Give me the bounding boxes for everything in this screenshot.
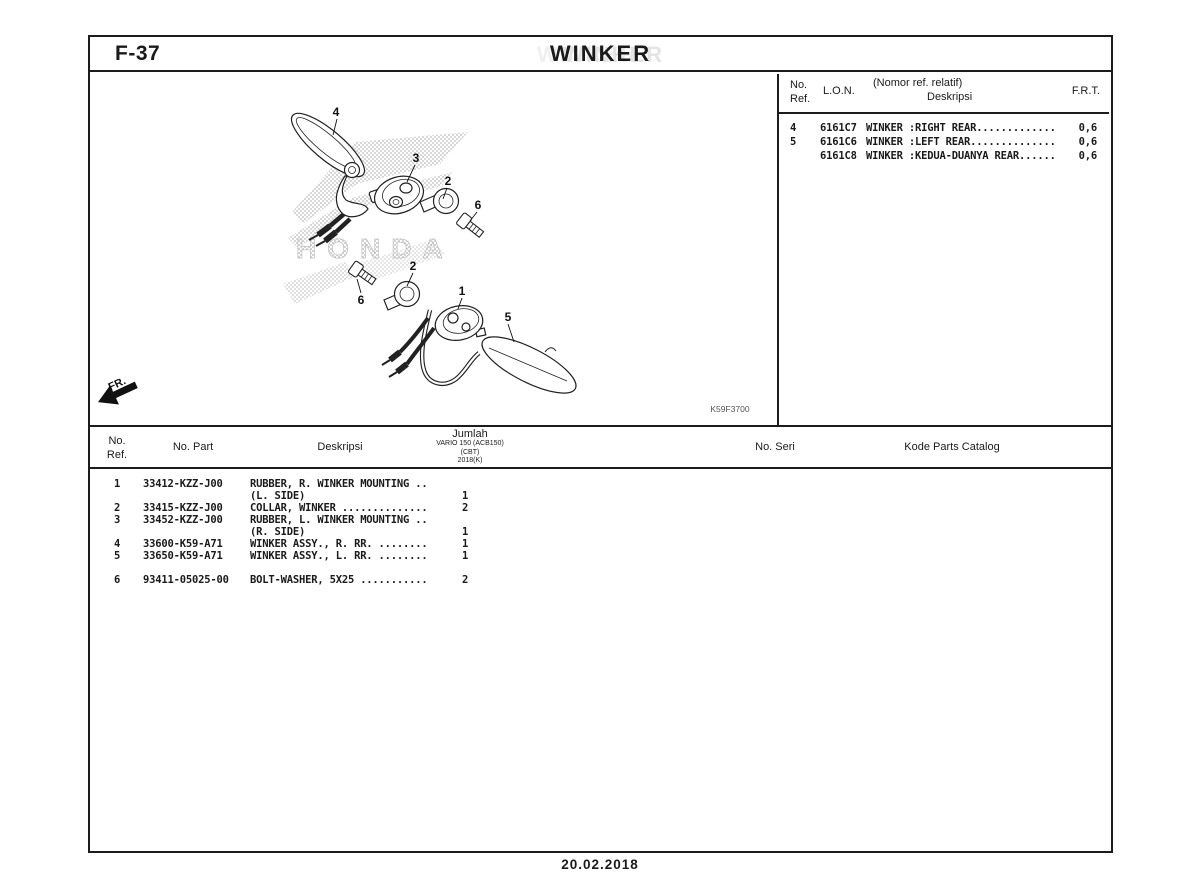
separator-line [90, 425, 1111, 427]
title-bar: F-37 WINKER [90, 37, 1111, 72]
part-rubber-mounting-right [434, 305, 487, 341]
parts-table-row [90, 562, 1111, 574]
parts-header-no-ref: No. Ref. [106, 435, 128, 461]
honda-watermark-text: HONDA [296, 233, 454, 264]
callout-6-lower: 6 [358, 293, 365, 307]
part-bolt-upper [456, 212, 485, 238]
parts-header-no-seri: No. Seri [755, 441, 795, 453]
callout-1: 1 [459, 284, 466, 298]
leader-lines [332, 118, 515, 343]
callout-5: 5 [505, 310, 512, 324]
page-title: WINKER [549, 41, 652, 66]
page-code: F-37 [115, 42, 161, 65]
winker-wire-lower [381, 309, 481, 387]
diagram-code: K59F3700 [710, 404, 749, 414]
footer-date: 20.02.2018 [561, 857, 639, 872]
parts-header-year: 2018(K) [457, 457, 483, 464]
callout-4: 4 [333, 105, 340, 119]
part-winker-assy-right [290, 112, 369, 247]
callout-2-upper: 2 [445, 174, 452, 188]
ref-header-lon: L.O.N. [823, 85, 855, 97]
ref-table-header: No. Ref. L.O.N. (Nomor ref. relatif) Des… [779, 74, 1109, 114]
callout-labels: 4 3 2 6 6 2 1 5 [333, 105, 512, 324]
parts-header-variant: (CBT) [460, 448, 480, 456]
part-rubber-mounting-left [368, 175, 425, 215]
parts-header-deskripsi: Deskripsi [317, 441, 363, 453]
parts-table-header: No. Ref. No. Part Deskripsi Jumlah VARIO… [90, 427, 1111, 469]
part-bolt-lower [348, 260, 377, 286]
parts-table-row: (R. SIDE)1 [250, 526, 469, 538]
callout-3: 3 [413, 151, 420, 165]
catalog-page: F-37 WINKER HONDA [88, 35, 1113, 853]
parts-header-kode: Kode Parts Catalog [904, 441, 1000, 453]
ref-header-frt: F.R.T. [1071, 85, 1100, 97]
part-collar-upper [419, 187, 460, 215]
ref-panel: No. Ref. L.O.N. (Nomor ref. relatif) Des… [777, 74, 1109, 425]
part-collar-lower [383, 280, 421, 311]
fr-direction-arrow: FR. [98, 375, 138, 405]
ref-header-no-ref: No. Ref. [790, 79, 811, 105]
parts-header-jumlah: Jumlah VARIO 150 (ACB150) (CBT) 2018(K) [395, 429, 545, 466]
parts-header-no-part: No. Part [172, 441, 214, 453]
ref-header-deskripsi: Deskripsi [927, 91, 973, 103]
parts-header-model: VARIO 150 (ACB150) [436, 440, 504, 447]
parts-diagram: HONDA [98, 105, 750, 414]
ref-header-note: (Nomor ref. relatif) [873, 77, 963, 89]
parts-table-row: (L. SIDE)1 [250, 490, 469, 502]
callout-2-lower: 2 [410, 259, 417, 273]
callout-6-upper: 6 [475, 198, 482, 212]
part-winker-assy-left [481, 336, 577, 394]
